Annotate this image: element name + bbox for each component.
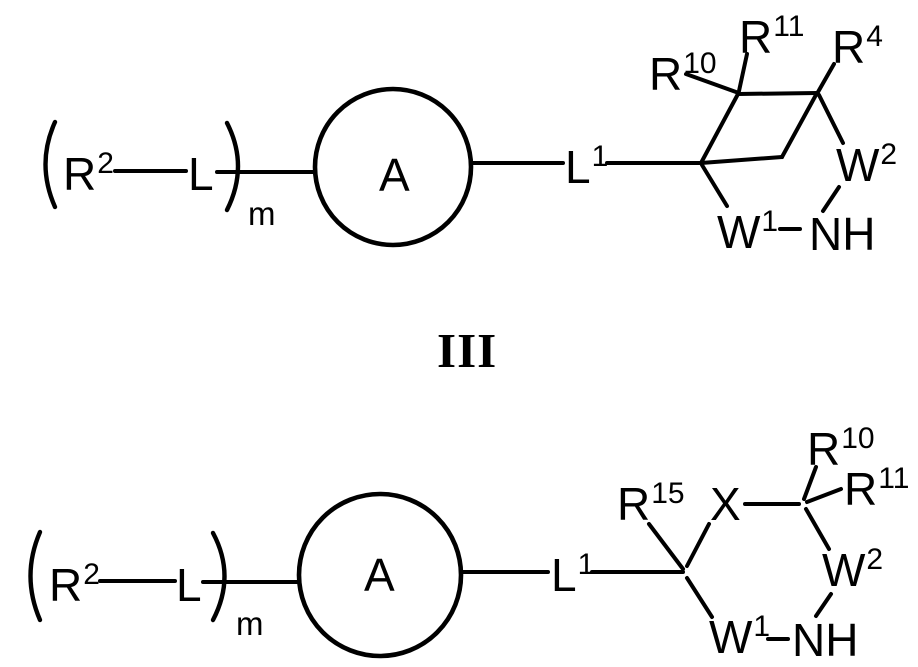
bond-c1-c2-top bbox=[699, 92, 740, 165]
label-w2-top: W2 bbox=[836, 138, 898, 191]
open-paren-bottom bbox=[28, 529, 43, 623]
label-r4-top: R4 bbox=[832, 20, 883, 73]
bond-c1-w1-bottom bbox=[685, 576, 714, 619]
bond-c3-w2-top bbox=[817, 93, 845, 145]
bond-c1-w1-top bbox=[700, 163, 729, 208]
label-l1-bottom: L1 bbox=[551, 548, 595, 601]
label-r11-top: R11 bbox=[739, 10, 805, 63]
bond-mid-c1-top bbox=[699, 155, 784, 165]
close-paren-bottom bbox=[210, 530, 227, 623]
core-ring-circle-bottom bbox=[296, 491, 464, 659]
label-core-a-top: A bbox=[379, 149, 410, 201]
bond-r11-c2-top bbox=[737, 52, 749, 93]
bond-r10-c2-top bbox=[684, 72, 738, 94]
label-r15-bottom: R15 bbox=[617, 477, 685, 530]
label-w1-bottom: W1 bbox=[709, 610, 771, 663]
bond-c2-r11-bottom bbox=[805, 487, 843, 504]
label-nh-top: NH bbox=[809, 208, 876, 260]
figure-number-label: III bbox=[437, 323, 498, 378]
close-paren-top bbox=[224, 120, 241, 213]
bond-c2-r10-bottom bbox=[802, 465, 818, 501]
label-r11-bottom: R11 bbox=[844, 462, 910, 515]
bond-r15-c1-bottom bbox=[647, 522, 685, 571]
core-ring-circle-top bbox=[312, 86, 474, 248]
bond-w2-nh-bottom bbox=[814, 592, 833, 618]
label-w2-bottom: W2 bbox=[822, 543, 884, 596]
bond-c2-c3-top bbox=[736, 91, 819, 96]
label-r2-bottom: R2 bbox=[49, 558, 100, 611]
label-x-bottom: X bbox=[710, 478, 741, 530]
bond-w2-nh-top bbox=[821, 185, 841, 213]
label-r10-bottom: R10 bbox=[807, 422, 875, 475]
bond-r4-c3-top bbox=[816, 62, 836, 94]
label-r2-top: R2 bbox=[63, 147, 114, 200]
label-nh-bottom: NH bbox=[792, 614, 859, 666]
label-l-bottom: L bbox=[176, 559, 202, 611]
label-core-a-bottom: A bbox=[364, 549, 395, 601]
bond-c3-mid-top bbox=[780, 91, 819, 159]
label-w1-top: W1 bbox=[717, 205, 779, 258]
open-paren-top bbox=[43, 119, 58, 210]
label-l1-top: L1 bbox=[565, 140, 609, 193]
top-structure-bonds bbox=[43, 52, 845, 248]
label-m-subscript-bottom: m bbox=[236, 605, 264, 642]
label-m-subscript-top: m bbox=[248, 195, 276, 232]
label-l-top: L bbox=[188, 148, 214, 200]
label-r10-top: R10 bbox=[649, 47, 717, 100]
bottom-structure-bonds bbox=[28, 465, 843, 659]
bond-c2-w2-bottom bbox=[804, 507, 831, 551]
bond-c1-x-bottom bbox=[685, 522, 711, 568]
